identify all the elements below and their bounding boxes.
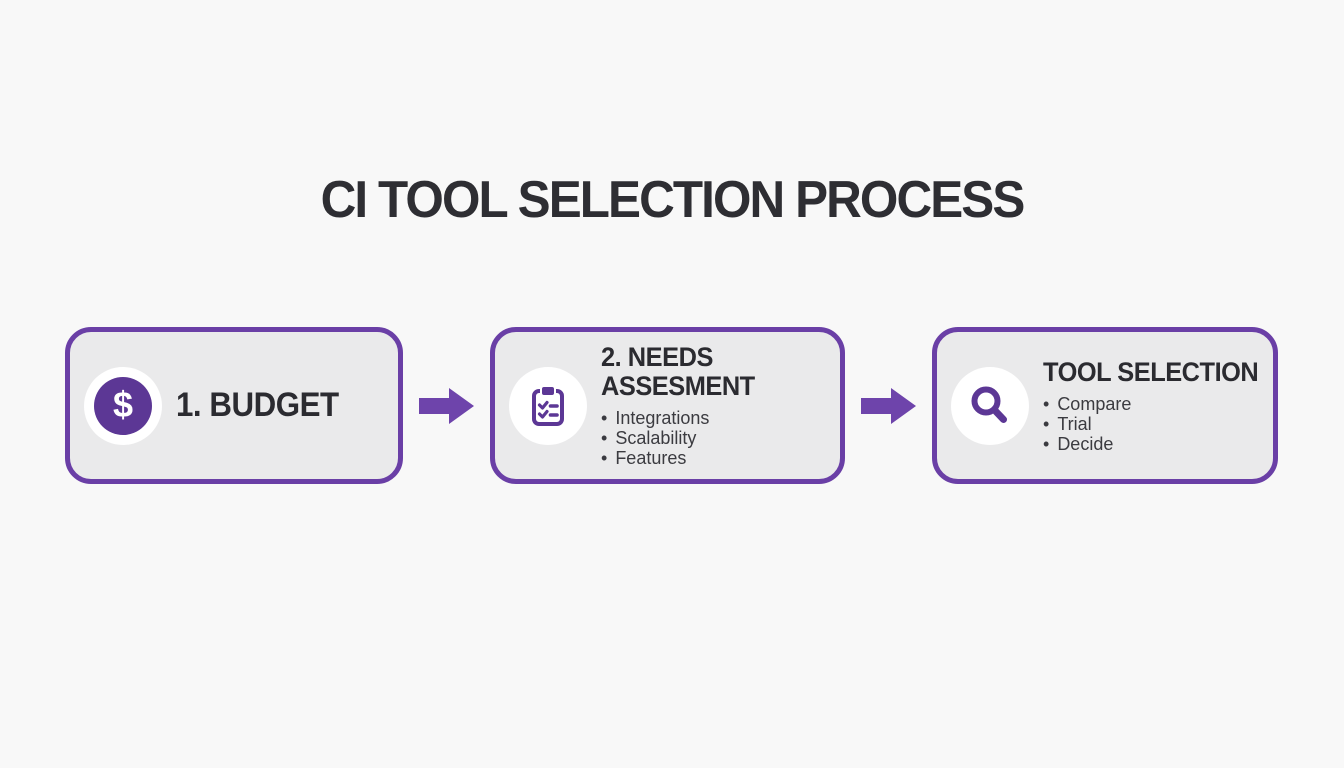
step-card-budget: $ 1. BUDGET xyxy=(65,327,403,484)
magnifier-glyph xyxy=(971,386,1007,423)
bullet-item: Scalability xyxy=(601,428,806,448)
bullet-item: Decide xyxy=(1043,434,1272,454)
bullet-list: Integrations Scalability Features xyxy=(601,408,806,468)
dollar-glyph: $ xyxy=(112,383,134,425)
step-card-tool-selection: TOOL SELECTION Compare Trial Decide xyxy=(932,327,1278,484)
bullet-item: Integrations xyxy=(601,408,806,428)
arrow-right-icon xyxy=(860,387,916,424)
flow-connector xyxy=(403,327,490,484)
step-title-needs-assesment: 2. NEEDS ASSESMENT xyxy=(601,342,755,401)
clipboard-checklist-glyph xyxy=(532,384,564,426)
bullet-list: Compare Trial Decide xyxy=(1043,394,1272,454)
magnifier-icon xyxy=(951,366,1029,445)
bullet-item: Features xyxy=(601,448,806,468)
page-title: CI TOOL SELECTION PROCESS xyxy=(320,171,1026,229)
step-title-tool-selection: TOOL SELECTION xyxy=(1043,356,1259,387)
bullet-item: Trial xyxy=(1043,414,1272,434)
clipboard-checklist-icon xyxy=(509,366,587,445)
bullet-item: Compare xyxy=(1043,394,1272,414)
dollar-icon: $ xyxy=(84,366,162,445)
dollar-badge: $ xyxy=(94,376,152,435)
flow-connector xyxy=(845,327,932,484)
step-title-budget: 1. BUDGET xyxy=(176,386,339,424)
arrow-right-icon xyxy=(418,387,474,424)
process-flow: $ 1. BUDGET xyxy=(65,327,1278,484)
step-card-needs-assesment: 2. NEEDS ASSESMENT Integrations Scalabil… xyxy=(490,327,845,484)
